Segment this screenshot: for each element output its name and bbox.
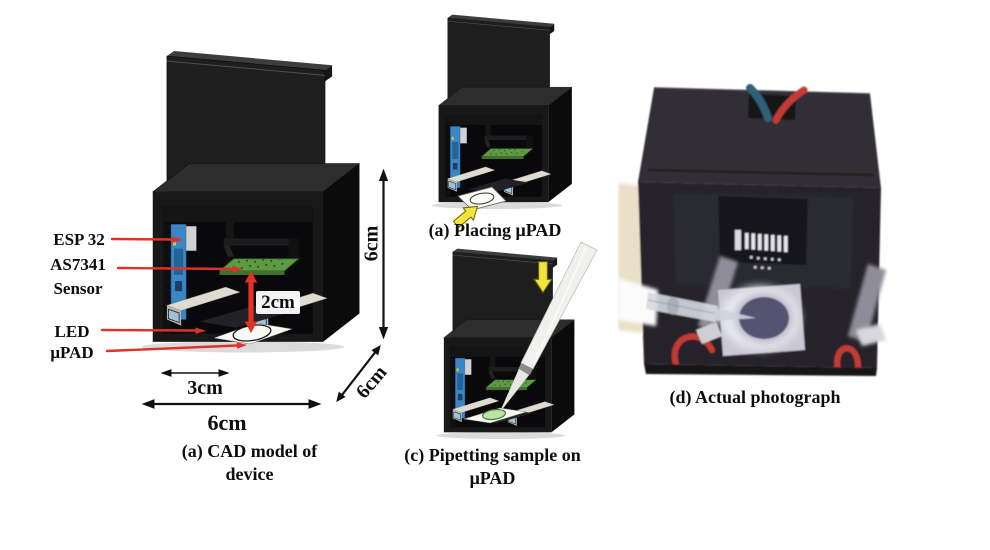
dimension-depth-6cm: 6cm xyxy=(351,361,392,403)
label-led: LED xyxy=(54,322,90,341)
blue-wire xyxy=(746,84,772,122)
placing-upad-render xyxy=(431,14,573,210)
caption-photo: (d) Actual photograph xyxy=(669,387,841,407)
dimension-2cm: 2cm xyxy=(261,292,295,313)
caption-pipetting: (c) Pipetting sample on μPAD xyxy=(404,445,581,488)
label-esp32: ESP 32 xyxy=(53,230,105,249)
dimension-height-6cm: 6cm xyxy=(360,225,383,262)
caption-placing: (a) Placing μPAD xyxy=(428,220,562,240)
label-upad: μPAD xyxy=(50,343,94,362)
actual-photo xyxy=(618,84,886,376)
red-wire-right xyxy=(834,345,862,373)
photo-box-top xyxy=(638,88,881,188)
dimension-3cm: 3cm xyxy=(187,377,223,399)
dimension-width-6cm: 6cm xyxy=(207,410,247,435)
photo-led-right xyxy=(848,264,886,342)
pipetting-render xyxy=(436,248,575,440)
red-wire-top xyxy=(772,86,808,124)
cad-model-render xyxy=(141,50,360,353)
red-wire-left xyxy=(671,333,715,367)
label-as7341: AS7341 Sensor xyxy=(50,255,106,298)
photo-sample-spot xyxy=(739,297,789,339)
caption-cad-model: (a) CAD model of device xyxy=(181,441,318,484)
photo-sensor-board xyxy=(718,196,808,265)
